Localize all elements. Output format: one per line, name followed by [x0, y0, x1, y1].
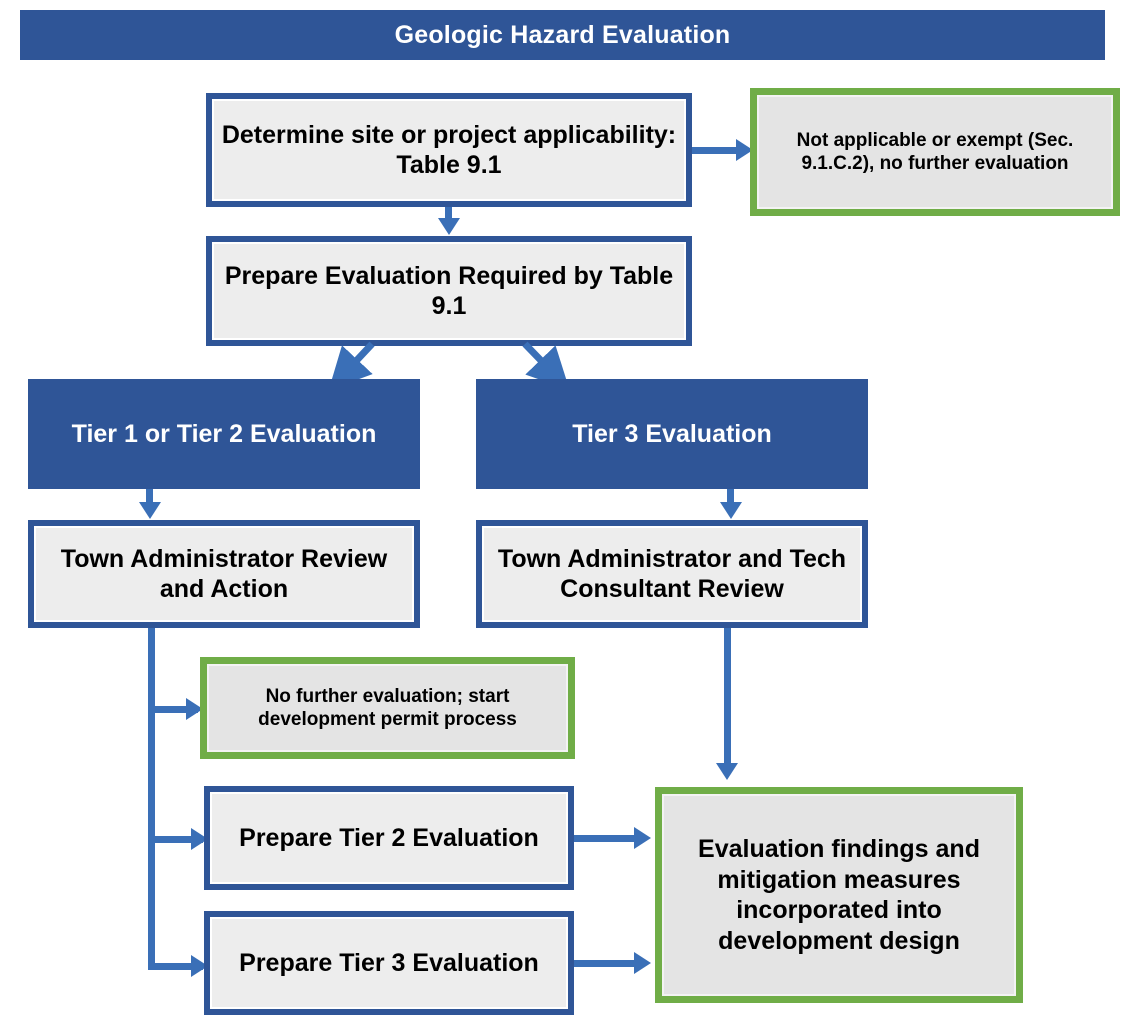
edge-determine-to-notapplicable-arrowhead — [736, 139, 753, 161]
edge-branch-to-nofurther-arrowhead — [186, 698, 203, 720]
node-no-further-evaluation-label: No further evaluation; start development… — [258, 685, 517, 730]
edge-branch-to-nofurther-line — [148, 706, 198, 713]
edge-determine-to-notapplicable-line — [692, 147, 736, 154]
diagram-title-text: Geologic Hazard Evaluation — [394, 20, 731, 49]
node-prepare-tier3-label: Prepare Tier 3 Evaluation — [239, 948, 539, 977]
edge-determine-to-prepare-arrowhead — [438, 218, 460, 235]
node-town-admin-review-label: Town Administrator Review and Action — [60, 544, 388, 604]
edge-tier12-to-townadmin-line — [146, 489, 153, 506]
edge-techreview-to-findings-arrowhead — [716, 763, 738, 780]
node-town-admin-tech-review[interactable]: Town Administrator and Tech Consultant R… — [476, 520, 868, 628]
node-not-applicable-label: Not applicable or exempt (Sec. 9.1.C.2),… — [796, 129, 1074, 174]
node-prepare-evaluation[interactable]: Prepare Evaluation Required by Table 9.1 — [206, 236, 692, 346]
edge-tier3prep-to-findings-arrowhead — [634, 952, 651, 974]
node-tier3-label: Tier 3 Evaluation — [572, 419, 772, 448]
node-evaluation-findings[interactable]: Evaluation findings and mitigation measu… — [655, 787, 1023, 1003]
node-town-admin-tech-review-label: Town Administrator and Tech Consultant R… — [497, 544, 847, 604]
node-determine-applicability[interactable]: Determine site or project applicability:… — [206, 93, 692, 207]
node-evaluation-findings-label: Evaluation findings and mitigation measu… — [698, 835, 980, 955]
node-prepare-tier3[interactable]: Prepare Tier 3 Evaluation — [204, 911, 574, 1015]
diagram-title-banner: Geologic Hazard Evaluation — [20, 10, 1105, 60]
node-prepare-tier2-label: Prepare Tier 2 Evaluation — [239, 823, 539, 852]
edge-determine-to-prepare-line — [445, 207, 452, 222]
node-not-applicable[interactable]: Not applicable or exempt (Sec. 9.1.C.2),… — [750, 88, 1120, 216]
edge-prepare-branch-arrows — [328, 341, 570, 391]
node-tier1-or-tier2[interactable]: Tier 1 or Tier 2 Evaluation — [28, 379, 420, 489]
node-town-admin-review[interactable]: Town Administrator Review and Action — [28, 520, 420, 628]
edge-branch-to-tier3-arrowhead — [191, 955, 208, 977]
node-tier3[interactable]: Tier 3 Evaluation — [476, 379, 868, 489]
edge-tier3-to-techreview-arrowhead — [720, 502, 742, 519]
edge-trunk-vertical — [148, 628, 155, 970]
node-prepare-evaluation-label: Prepare Evaluation Required by Table 9.1 — [224, 261, 674, 321]
node-determine-applicability-label: Determine site or project applicability:… — [221, 120, 677, 180]
edge-tier3prep-to-findings-line — [574, 960, 642, 967]
edge-branch-to-tier2-line — [148, 836, 203, 843]
edge-tier2-to-findings-arrowhead — [634, 827, 651, 849]
node-tier1-or-tier2-label: Tier 1 or Tier 2 Evaluation — [71, 419, 377, 448]
node-no-further-evaluation[interactable]: No further evaluation; start development… — [200, 657, 575, 759]
edge-techreview-to-findings-line — [724, 628, 731, 768]
edge-branch-to-tier2-arrowhead — [191, 828, 208, 850]
edge-tier12-to-townadmin-arrowhead — [139, 502, 161, 519]
node-prepare-tier2[interactable]: Prepare Tier 2 Evaluation — [204, 786, 574, 890]
edge-tier2-to-findings-line — [574, 835, 642, 842]
edge-tier3-to-techreview-line — [727, 489, 734, 506]
edge-branch-to-tier3-line — [148, 963, 203, 970]
